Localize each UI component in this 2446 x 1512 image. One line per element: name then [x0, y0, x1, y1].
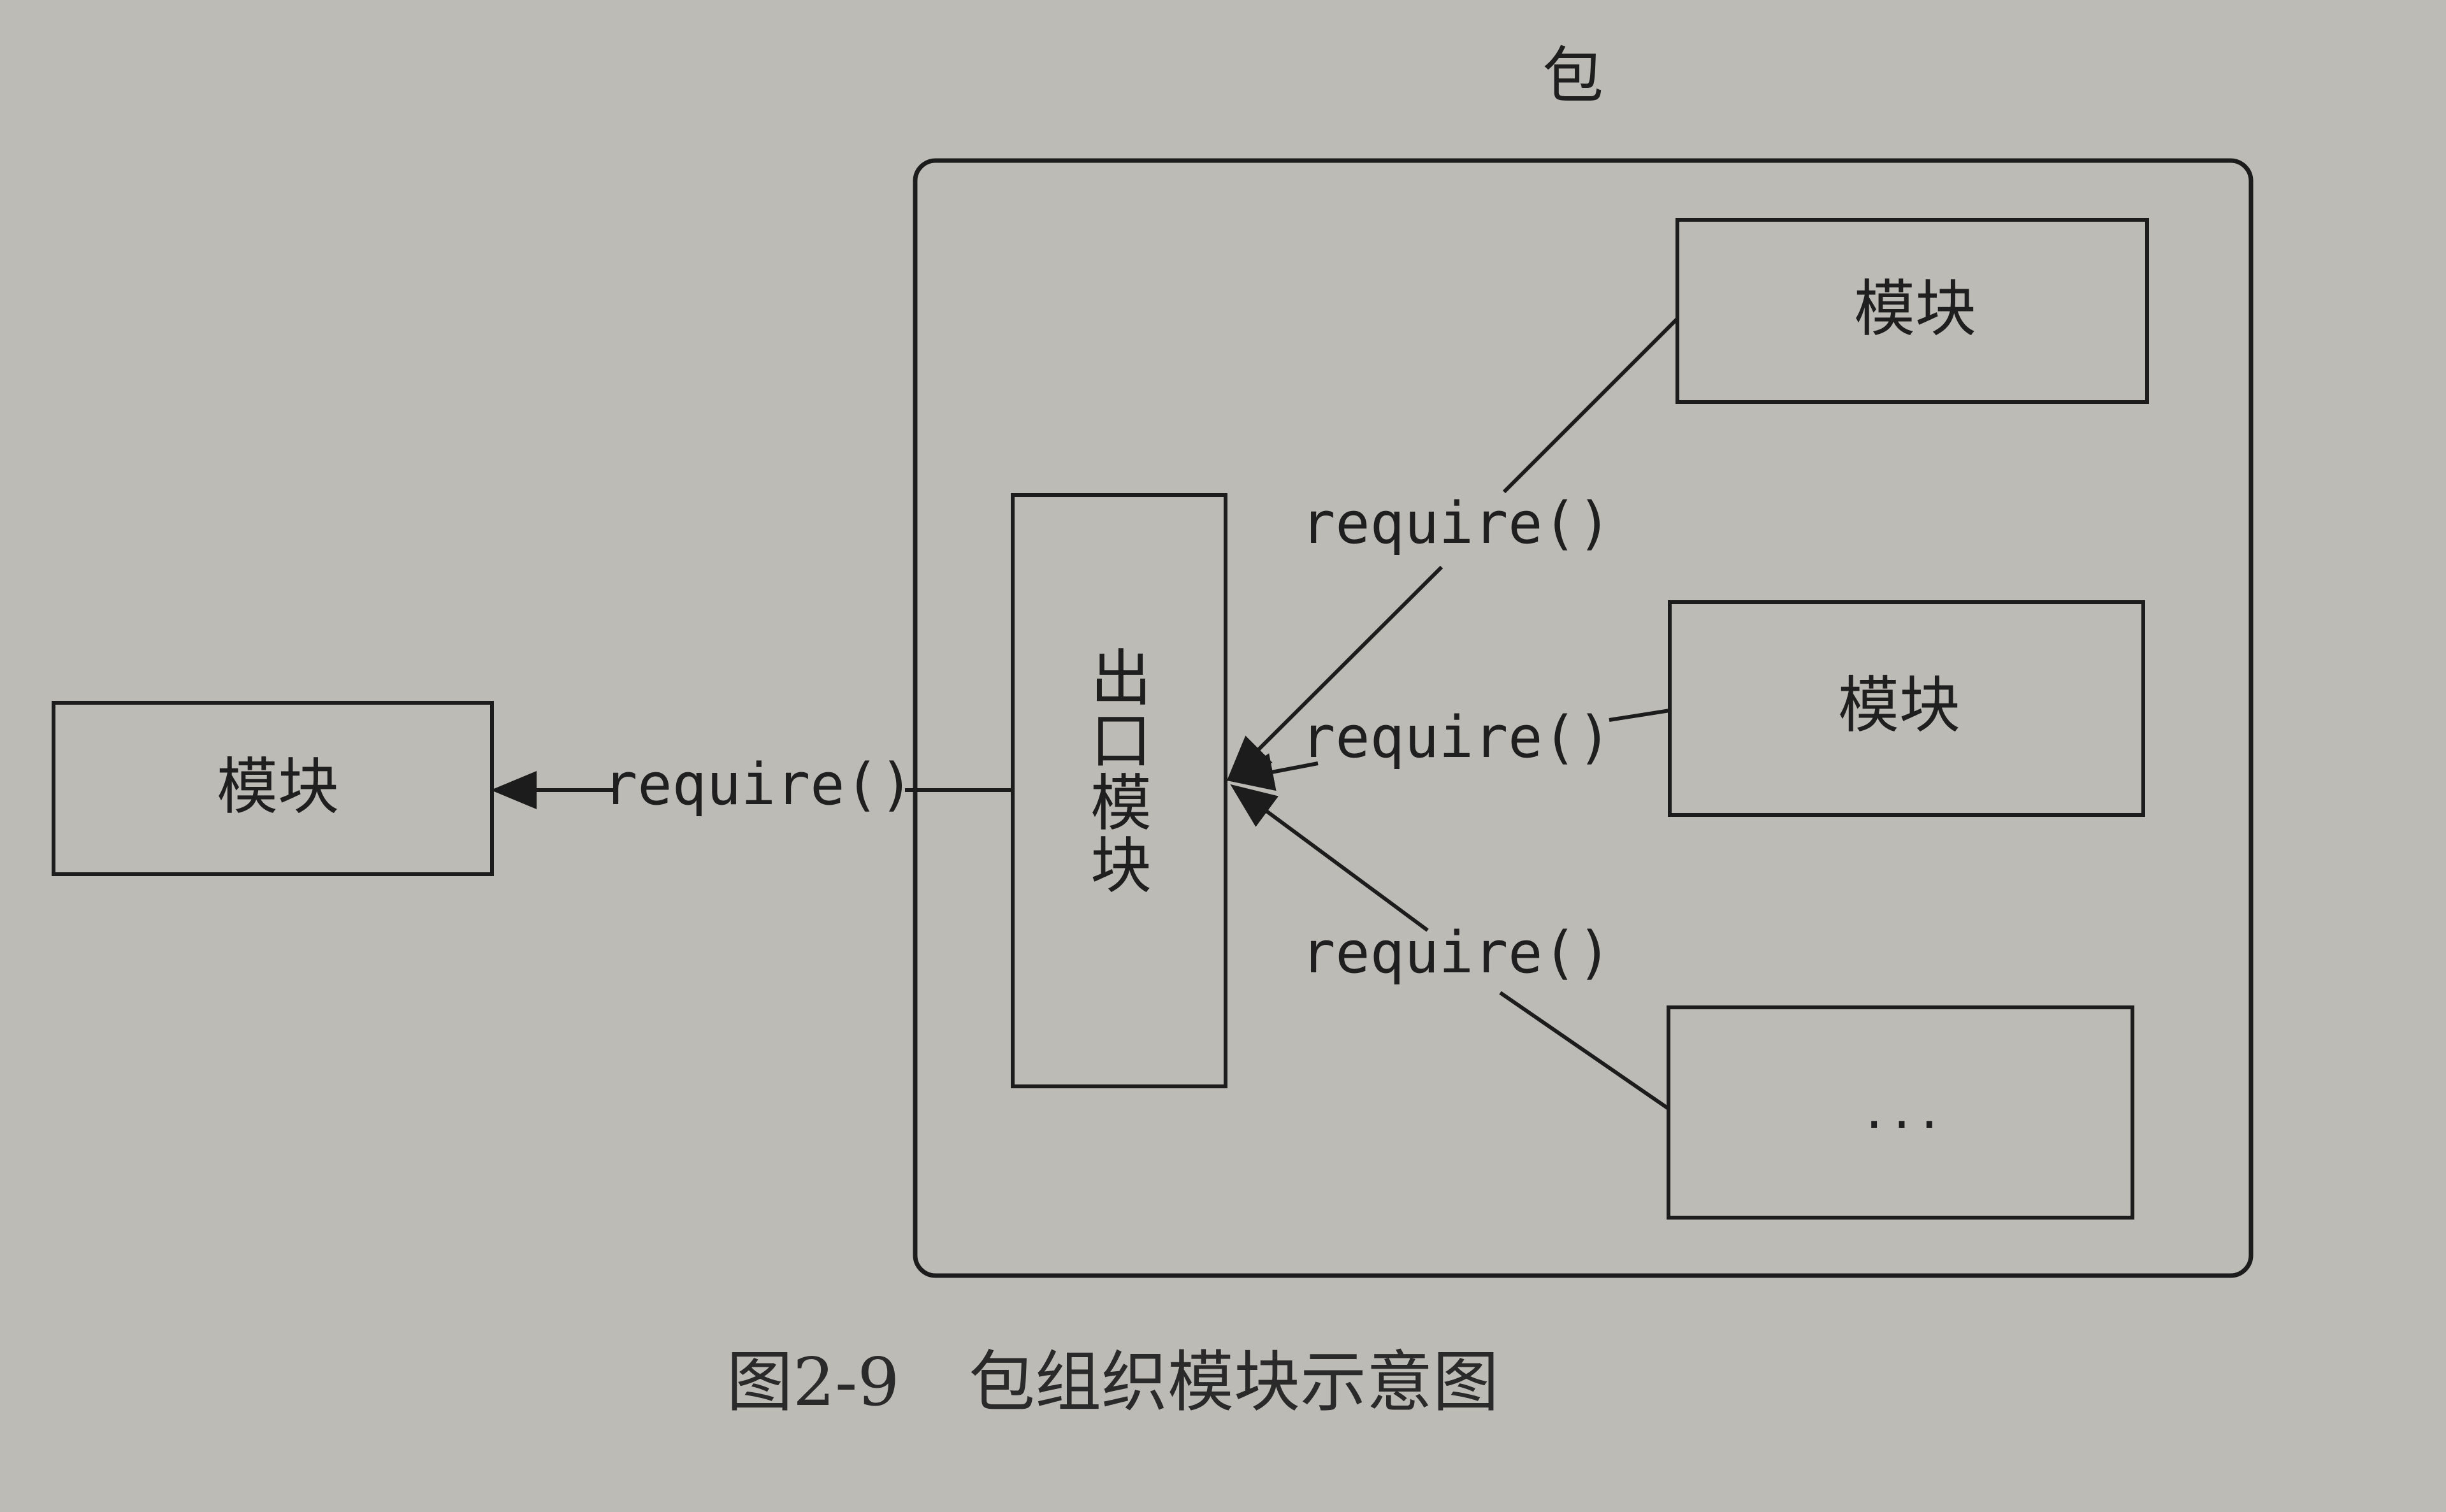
package-label: 包: [1542, 40, 1603, 112]
edge-bottom-to-export-lower: [1499, 991, 1670, 1111]
package-container: [913, 158, 2254, 1278]
inner-module-box-1: [1675, 218, 2149, 404]
edge-middle-to-export-left: [1227, 753, 1319, 791]
export-module-char-3: 模: [1090, 768, 1152, 839]
export-module-label: 出 口 模 块: [1090, 643, 1152, 902]
figure-title: 包组织模块示意图: [969, 1343, 1499, 1421]
inner-module-box-2: [1668, 600, 2145, 817]
export-module-char-2: 口: [1090, 705, 1152, 777]
inner-module-label-2: 模块: [1838, 670, 1960, 741]
inner-module-box-3: [1667, 1005, 2134, 1220]
inner-module-label-3: ...: [1860, 1085, 1943, 1139]
edge-top-to-export-upper: [1502, 317, 1679, 494]
edge-middle-to-export-right: [1609, 709, 1670, 722]
export-module-char-4: 块: [1090, 830, 1152, 902]
export-module-char-1: 出: [1090, 643, 1152, 714]
inner-module-label-1: 模块: [1854, 273, 1976, 345]
figure-caption: 图2-9 包组织模块示意图: [727, 1343, 1499, 1421]
figure-number: 图2-9: [727, 1343, 899, 1421]
edge-label-export-to-external: require(): [603, 751, 914, 818]
external-module-label: 模块: [217, 751, 339, 823]
edge-top-to-export-lower: [1226, 565, 1444, 782]
edge-label-bottom-to-export: require(): [1301, 919, 1612, 986]
edge-bottom-to-export-upper: [1230, 784, 1429, 932]
edge-label-top-to-export: require(): [1301, 490, 1612, 557]
edge-label-middle-to-export: require(): [1301, 704, 1612, 771]
